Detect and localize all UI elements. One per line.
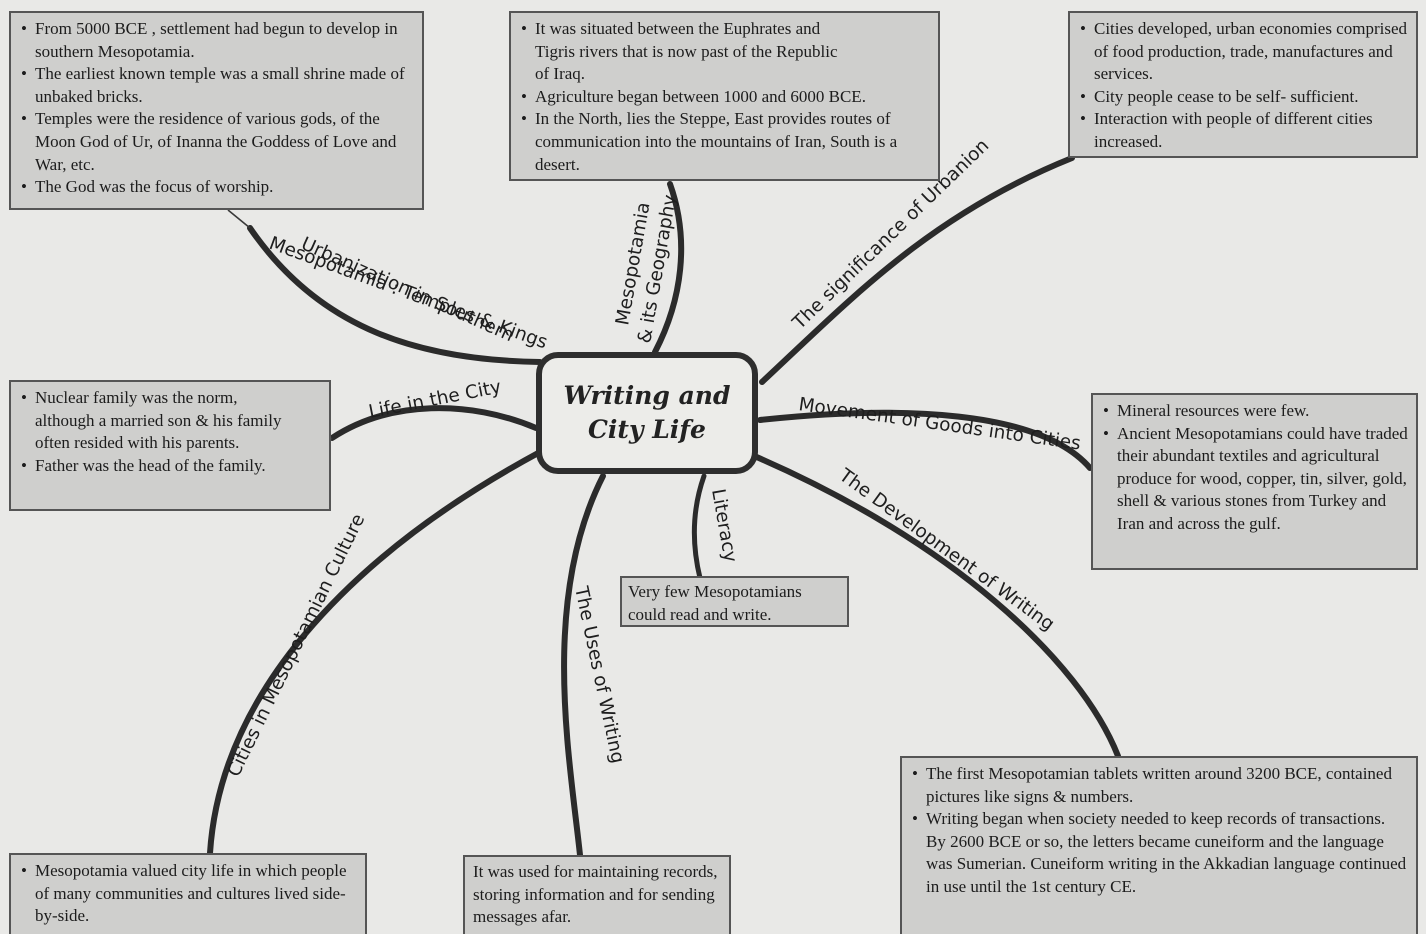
note-life-in-city: Nuclear family was the norm, although a … — [9, 380, 331, 511]
branch-literacy — [691, 473, 707, 581]
central-topic-title: Writing and City Life — [563, 381, 731, 444]
note-uses-writing: It was used for maintaining records, sto… — [463, 855, 731, 934]
note-item: Ancient Mesopotamians could have traded … — [1103, 423, 1408, 536]
branch-urbanization — [247, 225, 543, 365]
note-item: The God was the focus of worship. — [21, 176, 414, 199]
note-item: The earliest known temple was a small sh… — [21, 63, 414, 108]
note-item: The first Mesopotamian tablets written a… — [912, 763, 1408, 808]
note-item: Father was the head of the family. — [21, 455, 321, 478]
note-item: Agriculture began between 1000 and 6000 … — [521, 86, 930, 109]
central-topic-box: Writing and City Life — [536, 352, 758, 474]
note-item: Writing began when society needed to kee… — [912, 808, 1408, 898]
branch-geography — [652, 181, 685, 355]
note-development-writing: The first Mesopotamian tablets written a… — [900, 756, 1418, 934]
note-item: In the North, lies the Steppe, East prov… — [521, 108, 930, 176]
branch-label-life-in-city: Life in the City — [367, 377, 503, 423]
note-item: It was situated between the Euphrates an… — [521, 18, 930, 86]
note-item: Mesopotamia valued city life in which pe… — [21, 860, 357, 928]
note-text: Very few Mesopotamians could read and wr… — [628, 582, 802, 624]
note-urbanization: From 5000 BCE , settlement had begun to … — [9, 11, 424, 210]
branch-label-literacy: Literacy — [707, 487, 741, 564]
note-item: Interaction with people of different cit… — [1080, 108, 1408, 153]
note-item: Nuclear family was the norm, although a … — [21, 387, 321, 455]
note-text: It was used for maintaining records, sto… — [473, 862, 718, 927]
branch-label-cities-culture: Cities in Mesopotamian Culture — [224, 511, 370, 780]
note-item: Mineral resources were few. — [1103, 400, 1408, 423]
note-item: Cities developed, urban economies compri… — [1080, 18, 1408, 86]
connector-urbanization — [227, 209, 251, 229]
branch-cities-culture — [207, 449, 543, 856]
note-significance: Cities developed, urban economies compri… — [1068, 11, 1418, 158]
note-movement-goods: Mineral resources were few. Ancient Meso… — [1091, 393, 1418, 570]
note-item: Temples were the residence of various go… — [21, 108, 414, 176]
branch-movement-goods — [757, 409, 1093, 471]
branch-label-development-writing: The Development of Writing — [834, 464, 1058, 635]
note-item: From 5000 BCE , settlement had begun to … — [21, 18, 414, 63]
branch-development-writing — [749, 452, 1121, 759]
branch-life-in-city — [329, 405, 539, 441]
note-geography: It was situated between the Euphrates an… — [509, 11, 940, 181]
note-item: City people cease to be self- sufficient… — [1080, 86, 1408, 109]
branch-uses-writing — [561, 473, 606, 858]
branch-label-movement-goods: Movement of Goods into Cities — [797, 394, 1082, 454]
branch-significance — [759, 155, 1075, 385]
note-cities-culture: Mesopotamia valued city life in which pe… — [9, 853, 367, 934]
note-literacy: Very few Mesopotamians could read and wr… — [620, 576, 849, 627]
